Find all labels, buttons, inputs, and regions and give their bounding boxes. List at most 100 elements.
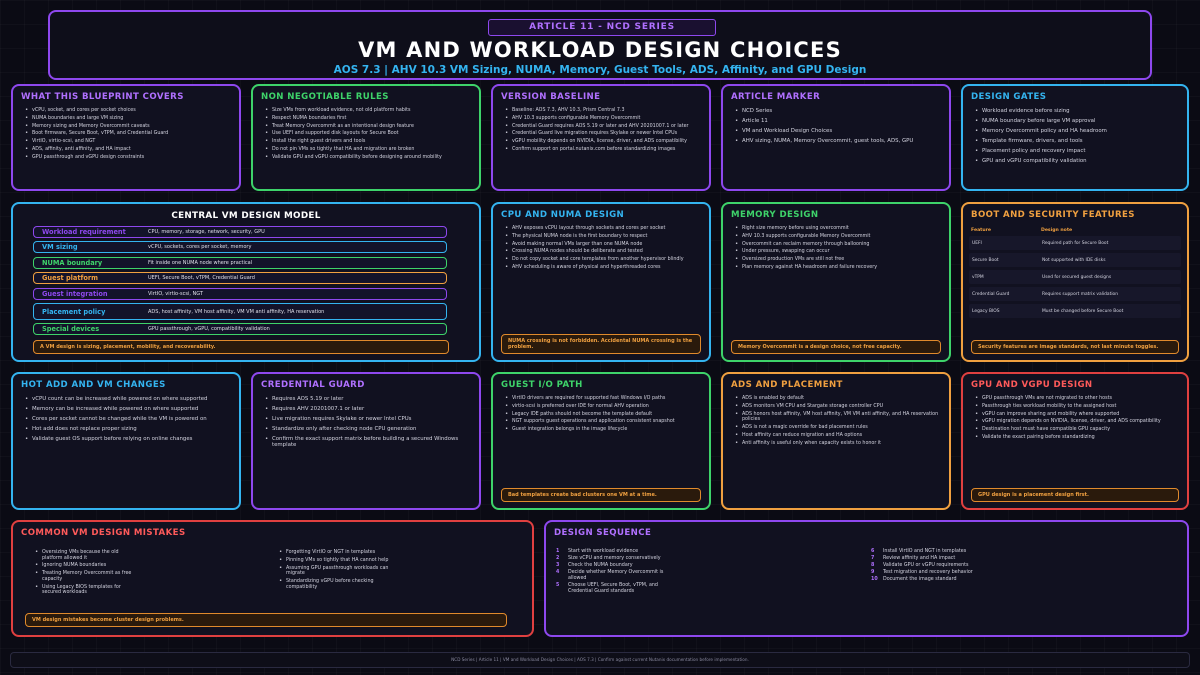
- cpu-numa-item: Do not copy socket and core templates fr…: [505, 257, 699, 263]
- central-model-row-label: Placement policy: [42, 307, 106, 316]
- sequence-step: 1 Start with workload evidence: [556, 549, 678, 555]
- rules-title: NON NEGOTIABLE RULES: [261, 92, 389, 102]
- boot-note-cell: Requires support matrix validation: [1042, 291, 1119, 297]
- credential-guard-panel: CREDENTIAL GUARD Requires AOS 5.19 or la…: [251, 372, 481, 510]
- boot-note-cell: Used for secured guest designs: [1042, 274, 1112, 280]
- marker-list: NCD SeriesArticle 11VM and Workload Desi…: [723, 106, 949, 145]
- cpu-numa-panel: CPU AND NUMA DESIGN AHV exposes vCPU lay…: [491, 202, 711, 362]
- sequence-step-text: Decide whether Memory Overcommit is allo…: [568, 570, 664, 581]
- gate-item: Workload evidence before sizing: [975, 108, 1177, 115]
- gpu-item: GPU passthrough VMs are not migrated to …: [975, 396, 1177, 402]
- page-subtitle: AOS 7.3 | AHV 10.3 VM Sizing, NUMA, Memo…: [333, 64, 867, 76]
- boot-feature-cell: Legacy BIOS: [972, 308, 1000, 314]
- blueprint-item: Boot firmware, Secure Boot, vTPM, and Cr…: [25, 131, 229, 137]
- cpu-numa-item: AHV exposes vCPU layout through sockets …: [505, 226, 699, 232]
- cpu-numa-list: AHV exposes vCPU layout through sockets …: [493, 224, 709, 271]
- sequence-step-text: Install VirtIO and NGT in templates: [883, 549, 967, 554]
- cpu-numa-item: AHV scheduling is aware of physical and …: [505, 265, 699, 271]
- sequence-step-text: Start with workload evidence: [568, 549, 639, 554]
- central-model-row-label: Workload requirement: [42, 228, 126, 236]
- sequence-step-number: 1: [556, 549, 560, 554]
- central-model-row-value: CPU, memory, storage, network, security,…: [148, 229, 265, 235]
- mistake-item: Forgetting VirtIO or NGT in templates: [279, 550, 397, 556]
- ads-placement-item: ADS honors host affinity, VM host affini…: [735, 412, 939, 423]
- guest-io-title: GUEST I/O PATH: [501, 380, 583, 390]
- mistake-item: Using Legacy BIOS templates for secured …: [35, 585, 138, 596]
- guest-io-item: Guest integration belongs in the image l…: [505, 427, 699, 433]
- boot-col-note: Design note: [1041, 228, 1073, 233]
- boot-table-row: Credential Guard Requires support matrix …: [969, 287, 1181, 301]
- boot-feature-cell: vTPM: [972, 274, 984, 280]
- marker-title: ARTICLE MARKER: [731, 92, 821, 102]
- memory-item: Right size memory before using overcommi…: [735, 226, 939, 232]
- guest-io-item: Legacy IDE paths should not become the t…: [505, 412, 699, 418]
- credential-guard-item: Requires AHV 20201007.1 or later: [265, 406, 469, 413]
- credential-guard-item: Confirm the exact support matrix before …: [265, 436, 469, 449]
- guest-io-panel: GUEST I/O PATH VirtIO drivers are requir…: [491, 372, 711, 510]
- central-model-row-value: UEFI, Secure Boot, vTPM, Credential Guar…: [148, 275, 255, 281]
- mistakes-footer: VM design mistakes become cluster design…: [25, 613, 507, 627]
- hot-add-item: vCPU count can be increased while powere…: [25, 396, 229, 403]
- blueprint-item: NUMA boundaries and large VM sizing: [25, 116, 229, 122]
- memory-item: Oversized production VMs are still not f…: [735, 257, 939, 263]
- marker-item: AHV sizing, NUMA, Memory Overcommit, gue…: [735, 138, 939, 145]
- memory-item: Plan memory against HA headroom and fail…: [735, 265, 939, 271]
- guest-io-item: VirtIO drivers are required for supporte…: [505, 396, 699, 402]
- rule-item: Use UEFI and supported disk layouts for …: [265, 131, 469, 137]
- mistake-item: Assuming GPU passthrough workloads can m…: [279, 566, 397, 577]
- cpu-numa-title: CPU AND NUMA DESIGN: [501, 210, 625, 220]
- gate-item: Memory Overcommit policy and HA headroom: [975, 128, 1177, 135]
- ads-placement-panel: ADS AND PLACEMENT ADS is enabled by defa…: [721, 372, 951, 510]
- guest-io-footer: Bad templates create bad clusters one VM…: [501, 488, 701, 502]
- baseline-item: AHV 10.3 supports configurable Memory Ov…: [505, 116, 699, 122]
- title-banner: ARTICLE 11 - NCD SERIES VM AND WORKLOAD …: [48, 10, 1152, 80]
- marker-item: VM and Workload Design Choices: [735, 128, 939, 135]
- mistake-item: Treating Memory Overcommit as free capac…: [35, 571, 138, 582]
- central-model-row-value: GPU passthrough, vGPU, compatibility val…: [148, 326, 270, 332]
- gpu-item: Validate the exact pairing before standa…: [975, 435, 1177, 441]
- ads-placement-item: ADS is enabled by default: [735, 396, 939, 402]
- cpu-numa-footer: NUMA crossing is not forbidden. Accident…: [501, 334, 701, 354]
- sequence-step-number: 8: [871, 563, 875, 569]
- boot-security-title: BOOT AND SECURITY FEATURES: [971, 210, 1135, 220]
- baseline-list: Baseline: AOS 7.3, AHV 10.3, Prism Centr…: [493, 106, 709, 153]
- credential-guard-item: Requires AOS 5.19 or later: [265, 396, 469, 403]
- boot-table-header: Feature Design note: [963, 224, 1187, 236]
- blueprint-item: GPU passthrough and vGPU design constrai…: [25, 155, 229, 161]
- boot-col-feature: Feature: [971, 228, 992, 233]
- credential-guard-title: CREDENTIAL GUARD: [261, 380, 365, 390]
- central-model-row: Guest platform UEFI, Secure Boot, vTPM, C…: [33, 272, 447, 284]
- memory-title: MEMORY DESIGN: [731, 210, 819, 220]
- blueprint-item: ADS, affinity, anti affinity, and HA imp…: [25, 147, 229, 153]
- mistake-item: Ignoring NUMA boundaries: [35, 563, 138, 569]
- mistakes-right-list: Forgetting VirtIO or NGT in templatesPin…: [267, 548, 407, 592]
- central-model-footer: A VM design is sizing, placement, mobili…: [33, 340, 449, 354]
- hot-add-title: HOT ADD AND VM CHANGES: [21, 380, 166, 390]
- central-model-row-label: Guest platform: [42, 274, 99, 282]
- central-model-row-label: VM sizing: [42, 243, 78, 251]
- memory-item: Overcommit can reclaim memory through ba…: [735, 242, 939, 248]
- page-footer: NCD Series | Article 11 | VM and Workloa…: [10, 652, 1190, 668]
- blueprint-panel: WHAT THIS BLUEPRINT COVERS vCPU, socket,…: [11, 84, 241, 191]
- credential-guard-item: Standardize only after checking node CPU…: [265, 426, 469, 433]
- sequence-step-text: Review affinity and HA impact: [883, 556, 956, 562]
- blueprint-item: VirtIO, virtio-scsi, and NGT: [25, 139, 229, 145]
- rule-item: Install the right guest drivers and tool…: [265, 139, 469, 145]
- gate-item: Template firmware, drivers, and tools: [975, 138, 1177, 145]
- cpu-numa-item: Crossing NUMA nodes should be deliberate…: [505, 249, 699, 255]
- mistakes-left-list: Oversizing VMs because the old platform …: [23, 548, 148, 598]
- boot-feature-cell: Credential Guard: [972, 291, 1010, 297]
- sequence-step-number: 5: [556, 582, 560, 588]
- boot-security-footer: Security features are image standards, n…: [971, 340, 1179, 354]
- gpu-item: Passthrough ties workload mobility to th…: [975, 404, 1177, 410]
- baseline-panel: VERSION BASELINE Baseline: AOS 7.3, AHV …: [491, 84, 711, 191]
